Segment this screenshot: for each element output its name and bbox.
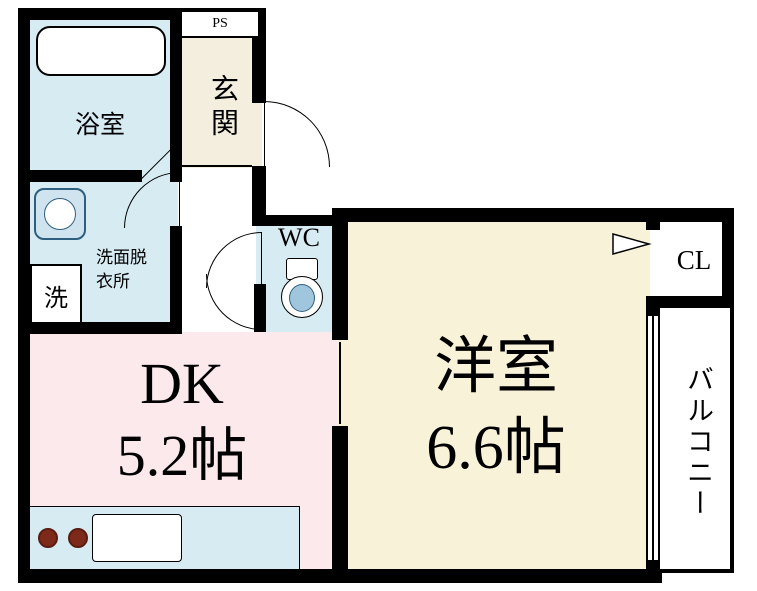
wall-segment <box>170 226 182 332</box>
entrance-label: 玄関 <box>207 74 238 142</box>
sink-bowl-icon <box>44 198 76 230</box>
western-room-floor <box>338 216 654 576</box>
wall-segment <box>170 8 182 182</box>
front-door-swing-icon <box>264 101 330 167</box>
wall-segment <box>646 208 734 222</box>
wall-segment <box>332 215 348 340</box>
wall-segment <box>330 569 662 583</box>
wall-segment <box>332 426 348 573</box>
dk-size: 5.2帖 <box>116 423 248 488</box>
western-room-size: 6.6帖 <box>426 414 566 482</box>
balcony-wall <box>730 304 734 573</box>
balcony-wall <box>656 569 734 573</box>
stove-burner-icon <box>68 528 88 548</box>
wall-segment <box>646 296 734 308</box>
western-room-label: 洋室 6.6帖 <box>338 308 654 508</box>
bathtub-icon <box>36 26 166 76</box>
bathroom-label: 浴室 <box>74 112 125 140</box>
ps-label: PS <box>212 16 228 31</box>
washroom-label-line2: 衣所 <box>96 271 130 291</box>
wall-segment <box>18 322 182 334</box>
washer-label: 洗 <box>44 285 68 312</box>
western-room-name: 洋室 <box>433 333 558 402</box>
washroom-label: 洗面脱 衣所 <box>96 246 172 294</box>
wall-segment <box>18 170 142 182</box>
window-icon <box>646 316 660 560</box>
toilet-seat-icon <box>289 284 315 312</box>
wc-label: WC <box>278 222 320 252</box>
closet-door-icon <box>612 233 652 255</box>
dk-label: DK 5.2帖 <box>22 336 342 504</box>
kitchen-sink-icon <box>92 514 182 562</box>
balcony-label: バルコニー <box>683 364 713 520</box>
window-center-line <box>652 316 654 560</box>
closet-label: CL <box>676 245 712 276</box>
wall-segment <box>18 569 348 583</box>
wall-segment <box>18 8 30 583</box>
balcony-floor <box>652 306 732 572</box>
washing-machine-icon: 洗 <box>30 264 82 326</box>
stove-burner-icon <box>38 528 58 548</box>
wall-segment <box>252 215 348 226</box>
entrance-step-line <box>182 165 252 167</box>
pipe-space-box: PS <box>180 10 260 38</box>
wall-segment <box>722 208 734 308</box>
closet-floor <box>650 218 726 304</box>
washroom-label-line1: 洗面脱 <box>96 248 147 267</box>
wall-segment <box>332 208 660 222</box>
wall-segment <box>252 166 266 226</box>
sliding-door-icon <box>339 342 341 424</box>
entrance-floor <box>178 12 262 170</box>
dk-name: DK <box>140 350 224 416</box>
